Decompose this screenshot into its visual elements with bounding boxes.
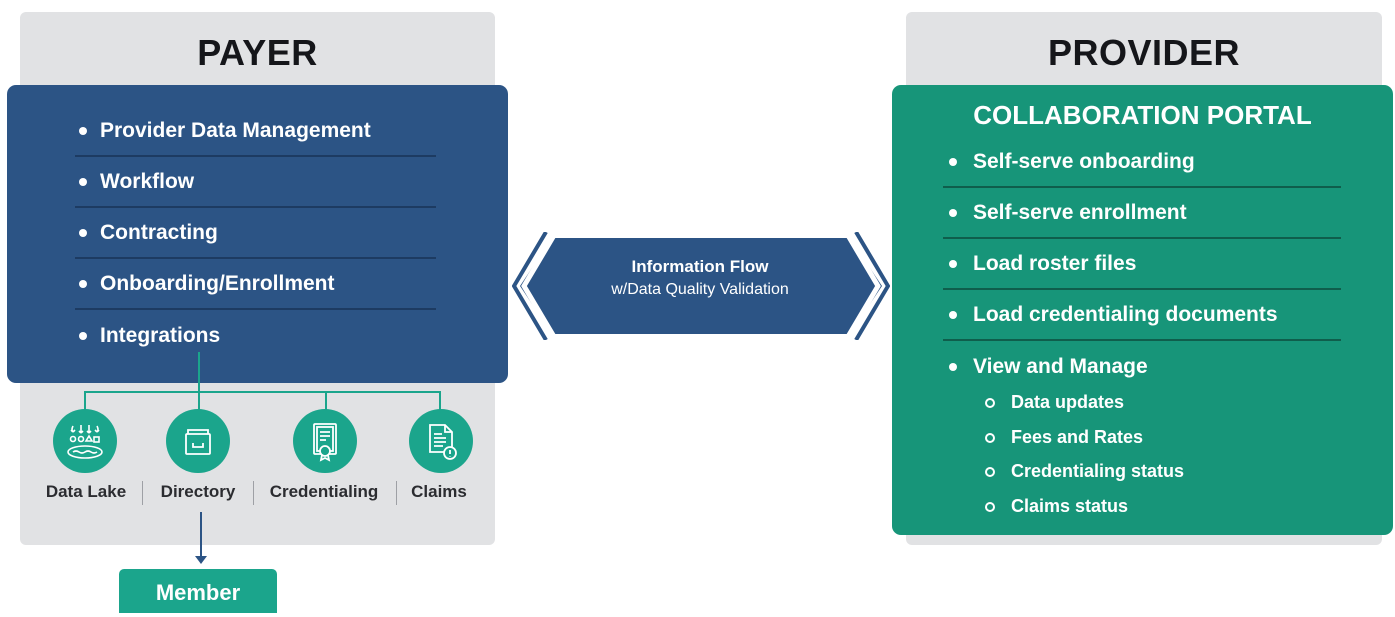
provider-title: PROVIDER (1047, 32, 1241, 73)
item-label: View and Manage (973, 354, 1148, 378)
credentialing-icon (293, 409, 357, 473)
branch-drop (325, 391, 327, 415)
bullet (79, 228, 87, 237)
item-label: Onboarding/Enrollment (100, 271, 335, 295)
flow-subtitle: w/Data Quality Validation (611, 281, 789, 298)
subitem-label: Fees and Rates (1011, 427, 1144, 447)
member-arrow-line (200, 512, 202, 558)
item-label: Load roster files (973, 251, 1137, 275)
subitem-credentialing-status: Credentialing status (985, 461, 1184, 482)
bullet (949, 157, 957, 166)
collaboration-portal-box (892, 85, 1393, 535)
item-label: Workflow (100, 169, 195, 193)
payer-item-integrations: Integrations (75, 310, 436, 361)
claims-label: Claims (411, 482, 467, 501)
portal-features-list: Self-serve onboarding Self-serve enrollm… (943, 137, 1341, 392)
payer-capabilities-box (7, 85, 508, 383)
payer-item-contracting: Contracting (75, 208, 436, 259)
portal-item-load-roster-files: Load roster files (943, 239, 1341, 290)
member-box: Member (119, 569, 277, 613)
subitem-label: Claims status (1011, 496, 1129, 516)
item-label: Integrations (100, 323, 221, 347)
subitem-fees-and-rates: Fees and Rates (985, 427, 1143, 448)
ring-bullet (985, 432, 995, 443)
portal-title: COLLABORATION PORTAL (973, 100, 1312, 130)
payer-capabilities-list: Provider Data Management Workflow Contra… (75, 106, 436, 361)
ring-bullet (985, 501, 995, 512)
item-label: Contracting (100, 220, 218, 244)
payer-item-provider-data-management: Provider Data Management (75, 106, 436, 157)
ring-bullet (985, 397, 995, 408)
label-separator (142, 481, 143, 505)
bullet (79, 279, 87, 288)
bullet (79, 177, 87, 186)
branch-drop (198, 391, 200, 415)
portal-item-self-serve-onboarding: Self-serve onboarding (943, 137, 1341, 188)
subitem-label: Data updates (1011, 392, 1125, 412)
directory-icon (166, 409, 230, 473)
information-flow-arrow (512, 232, 890, 340)
bullet (79, 331, 87, 340)
subitem-label: Credentialing status (1011, 461, 1185, 481)
payer-item-workflow: Workflow (75, 157, 436, 208)
payer-title: PAYER (197, 32, 318, 73)
portal-item-self-serve-enrollment: Self-serve enrollment (943, 188, 1341, 239)
item-label: Self-serve onboarding (973, 149, 1195, 173)
data-lake-icon (53, 409, 117, 473)
member-arrow-head (195, 556, 207, 564)
claims-icon (409, 409, 473, 473)
item-label: Self-serve enrollment (973, 200, 1187, 224)
bullet (949, 310, 957, 319)
ring-bullet (985, 466, 995, 477)
integrations-connector (198, 352, 200, 392)
item-label: Load credentialing documents (973, 302, 1278, 326)
label-separator (396, 481, 397, 505)
portal-item-view-and-manage: View and Manage (943, 341, 1341, 392)
portal-item-load-credentialing-documents: Load credentialing documents (943, 290, 1341, 341)
bullet (949, 259, 957, 268)
branch-drop (439, 391, 441, 415)
payer-item-onboarding-enrollment: Onboarding/Enrollment (75, 259, 436, 310)
credentialing-label: Credentialing (269, 482, 379, 501)
branch-drop (84, 391, 86, 415)
data-lake-label: Data Lake (45, 482, 127, 501)
bullet (79, 126, 87, 135)
subitem-claims-status: Claims status (985, 496, 1128, 517)
item-label: Provider Data Management (100, 118, 371, 142)
bullet (949, 208, 957, 217)
flow-title: Information Flow (631, 257, 769, 276)
label-separator (253, 481, 254, 505)
integrations-branch-line (84, 391, 441, 393)
directory-label: Directory (160, 482, 236, 501)
subitem-data-updates: Data updates (985, 392, 1124, 413)
bullet (949, 362, 957, 371)
